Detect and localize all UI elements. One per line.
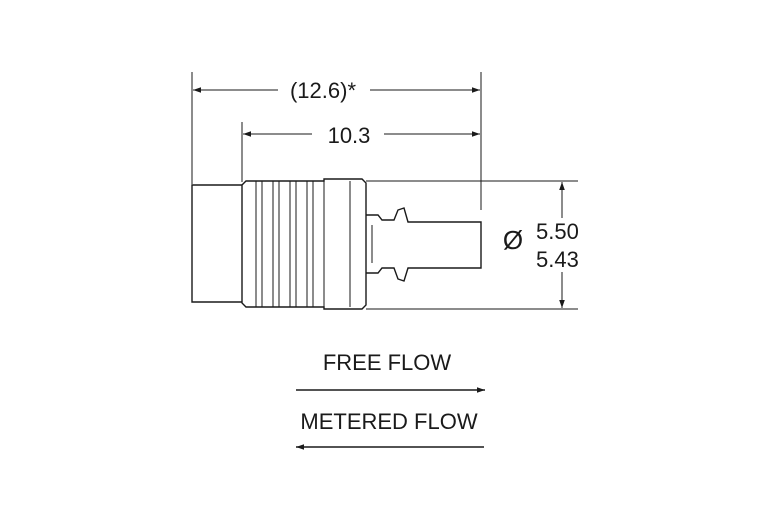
valve-grooves [255,181,351,307]
valve-body [241,178,367,310]
diameter-symbol: Ø [503,225,523,255]
body-length-label: 10.3 [328,123,371,148]
diameter-min-label: 5.43 [536,247,579,272]
free-flow-label: FREE FLOW [323,350,452,375]
body-length-dimension: 10.3 [241,122,480,182]
overall-length-label: (12.6)* [290,78,356,103]
valve-stem [366,207,482,282]
valve-part-outline [191,178,482,310]
valve-cap [191,184,242,303]
diameter-max-label: 5.50 [536,219,579,244]
overall-length-dimension: (12.6)* [191,72,482,210]
flow-legend: FREE FLOW METERED FLOW [296,350,485,450]
metered-flow-label: METERED FLOW [300,409,477,434]
diameter-dimension: Ø 5.50 5.43 [366,180,579,310]
